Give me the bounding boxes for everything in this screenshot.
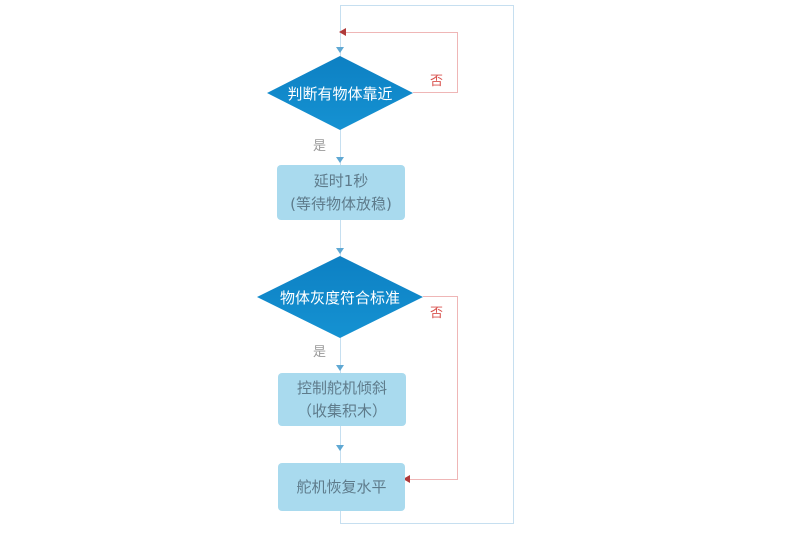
process-delay-line1: 延时1秒 <box>313 171 369 190</box>
process-servo-tilt-line2: （收集积木） <box>296 401 387 420</box>
no-branch2-line-entry <box>410 479 458 480</box>
no-branch2-line-vertical <box>457 296 458 480</box>
flow-arrowhead-icon <box>336 248 344 254</box>
no-branch2-line-horizontal <box>423 296 458 297</box>
no-branch1-arrowhead-icon <box>339 28 346 36</box>
no-branch1-line-vertical <box>457 32 458 93</box>
process-delay: 延时1秒 (等待物体放稳) <box>277 165 405 220</box>
process-servo-level-line1: 舵机恢复水平 <box>296 477 387 496</box>
flow-arrowhead-icon <box>336 47 344 53</box>
yes-label-2: 是 <box>313 345 327 360</box>
flow-arrowhead-icon <box>336 157 344 163</box>
decision-object-near-label: 判断有物体靠近 <box>287 84 393 103</box>
flow-arrowhead-icon <box>336 445 344 451</box>
no-branch1-line-return <box>345 32 458 33</box>
process-servo-tilt-line1: 控制舵机倾斜 <box>296 378 387 397</box>
process-servo-tilt: 控制舵机倾斜 （收集积木） <box>278 373 406 426</box>
decision-gray-standard-label: 物体灰度符合标准 <box>279 288 400 307</box>
no-label-2: 否 <box>430 306 444 321</box>
no-label-1: 否 <box>430 74 444 89</box>
process-servo-level: 舵机恢复水平 <box>278 463 405 511</box>
yes-label-1: 是 <box>313 139 327 154</box>
flow-arrowhead-icon <box>336 365 344 371</box>
no-branch2-arrowhead-icon <box>403 475 410 483</box>
process-delay-line2: (等待物体放稳) <box>290 194 392 213</box>
no-branch1-line-horizontal <box>413 92 458 93</box>
